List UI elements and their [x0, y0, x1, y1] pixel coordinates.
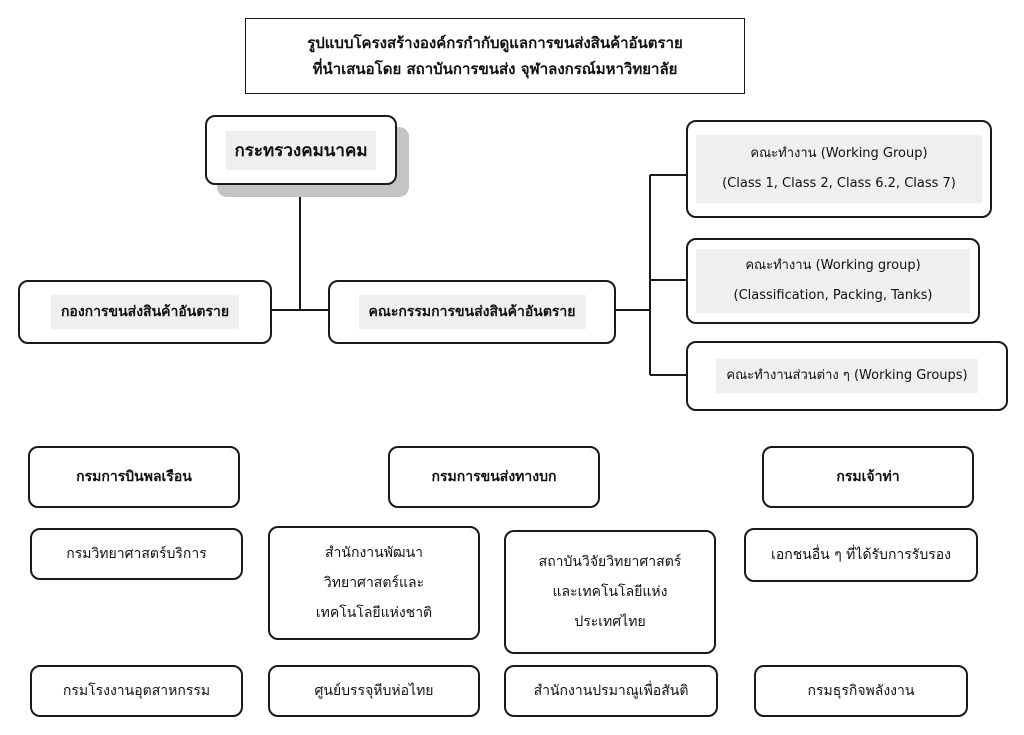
agency-science-service: กรมวิทยาศาสตร์บริการ [30, 528, 243, 580]
diagram-title: รูปแบบโครงสร้างองค์กรกำกับดูแลการขนส่งสิ… [245, 18, 745, 94]
dept-civil-aviation-label: กรมการบินพลเรือน [76, 469, 192, 485]
agency-tistr-line-1: สถาบันวิจัยวิทยาศาสตร์ [538, 554, 682, 570]
working-group-2-title: คณะทำงาน (Working group) [745, 258, 921, 273]
agency-industrial-works: กรมโรงงานอุตสาหกรรม [30, 665, 243, 717]
title-line-1: รูปแบบโครงสร้างองค์กรกำกับดูแลการขนส่งสิ… [307, 34, 683, 52]
working-group-2-scope: (Classification, Packing, Tanks) [733, 288, 933, 303]
division-label: กองการขนส่งสินค้าอันตราย [50, 295, 240, 329]
working-group-3-box: คณะทำงานส่วนต่าง ๆ (Working Groups) [686, 341, 1008, 411]
agency-tistr-line-3: ประเทศไทย [574, 614, 646, 630]
working-group-1-title: คณะทำงาน (Working Group) [750, 146, 928, 161]
working-group-3-title: คณะทำงานส่วนต่าง ๆ (Working Groups) [716, 359, 978, 393]
working-group-2-box: คณะทำงาน (Working group) (Classification… [686, 238, 980, 324]
dept-marine-label: กรมเจ้าท่า [836, 469, 900, 485]
ministry-label: กระทรวงคมนาคม [226, 130, 376, 170]
division-box: กองการขนส่งสินค้าอันตราย [18, 280, 272, 344]
agency-private-label: เอกชนอื่น ๆ ที่ได้รับการรับรอง [771, 547, 951, 563]
agency-packaging-center: ศูนย์บรรจุหีบห่อไทย [268, 665, 480, 717]
ministry-box: กระทรวงคมนาคม [205, 115, 397, 185]
agency-nstda-line-3: เทคโนโลยีแห่งชาติ [315, 605, 433, 621]
dept-land-transport: กรมการขนส่งทางบก [388, 446, 600, 508]
committee-box: คณะกรรมการขนส่งสินค้าอันตราย [328, 280, 616, 344]
agency-tistr-line-2: และเทคโนโลยีแห่ง [552, 584, 668, 600]
dept-civil-aviation: กรมการบินพลเรือน [28, 446, 240, 508]
agency-atomic-energy-label: สำนักงานปรมาณูเพื่อสันติ [533, 683, 689, 699]
agency-industrial-works-label: กรมโรงงานอุตสาหกรรม [62, 683, 211, 699]
agency-science-service-label: กรมวิทยาศาสตร์บริการ [66, 546, 207, 562]
agency-nstda: สำนักงานพัฒนา วิทยาศาสตร์และ เทคโนโลยีแห… [268, 526, 480, 640]
agency-energy-business-label: กรมธุรกิจพลังงาน [807, 683, 915, 699]
working-group-1-classes: (Class 1, Class 2, Class 6.2, Class 7) [722, 176, 956, 191]
agency-nstda-line-2: วิทยาศาสตร์และ [323, 575, 425, 591]
title-line-2: ที่นำเสนอโดย สถาบันการขนส่ง จุฬาลงกรณ์มห… [312, 60, 678, 78]
committee-label: คณะกรรมการขนส่งสินค้าอันตราย [358, 295, 586, 329]
agency-atomic-energy: สำนักงานปรมาณูเพื่อสันติ [504, 665, 718, 717]
agency-packaging-center-label: ศูนย์บรรจุหีบห่อไทย [314, 683, 434, 699]
agency-private: เอกชนอื่น ๆ ที่ได้รับการรับรอง [744, 528, 978, 582]
working-group-1-box: คณะทำงาน (Working Group) (Class 1, Class… [686, 120, 992, 218]
dept-land-transport-label: กรมการขนส่งทางบก [431, 469, 557, 485]
agency-tistr: สถาบันวิจัยวิทยาศาสตร์ และเทคโนโลยีแห่ง … [504, 530, 716, 654]
agency-nstda-line-1: สำนักงานพัฒนา [324, 545, 424, 561]
agency-energy-business: กรมธุรกิจพลังงาน [754, 665, 968, 717]
dept-marine: กรมเจ้าท่า [762, 446, 974, 508]
